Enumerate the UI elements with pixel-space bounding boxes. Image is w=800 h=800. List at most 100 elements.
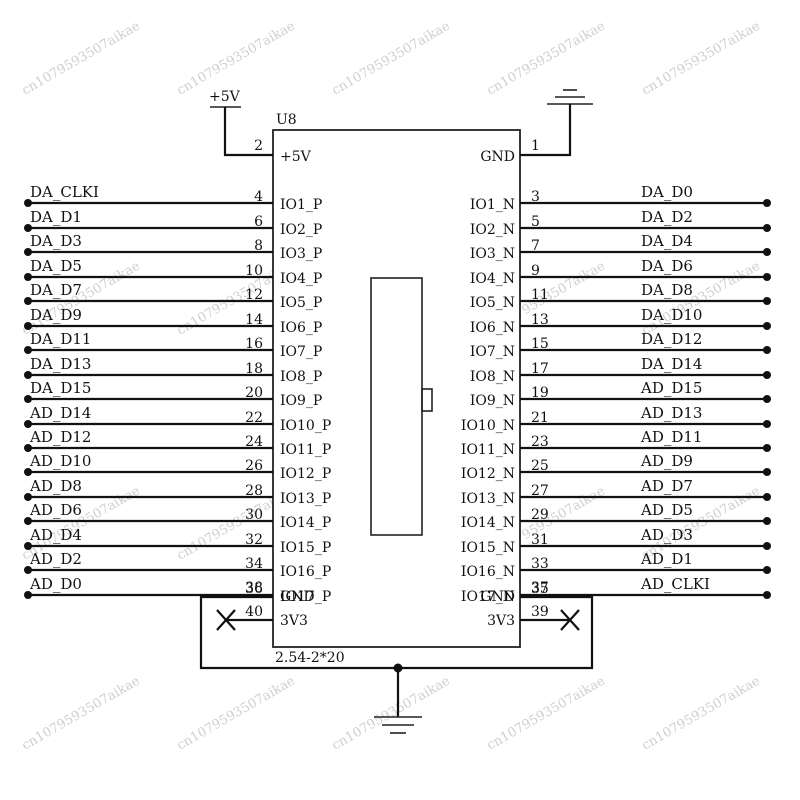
net-terminal-dot — [24, 297, 32, 305]
watermark-text: cn1079593507aikae — [640, 674, 763, 754]
watermark-text: cn1079593507aikae — [175, 674, 298, 754]
net-label: AD_D11 — [640, 428, 702, 446]
pin-name: IO15_P — [280, 540, 331, 556]
pin-name: 3V3 — [280, 613, 308, 629]
net-label: DA_D15 — [30, 379, 91, 397]
net-label: DA_D8 — [641, 281, 693, 299]
pin-name: IO11_P — [280, 442, 331, 458]
net-terminal-dot — [24, 517, 32, 525]
pin-number: 19 — [531, 385, 549, 401]
pin-number: 16 — [245, 336, 263, 352]
pin-name: IO8_N — [470, 369, 515, 385]
pin-number: 6 — [254, 214, 263, 230]
pin-name: 3V3 — [487, 613, 515, 629]
ground-symbol-icon — [547, 89, 593, 105]
net-label: DA_D4 — [641, 232, 693, 250]
net-terminal-dot — [763, 566, 771, 574]
pin-number: 22 — [245, 410, 263, 426]
ground-wire-top — [520, 104, 572, 157]
pin-number: 13 — [531, 312, 549, 328]
pin-number: 38 — [245, 580, 263, 596]
net-label: DA_CLKI — [30, 183, 99, 201]
pin-number: 3 — [531, 189, 540, 205]
pin-number: 1 — [531, 138, 540, 154]
component-ref: U8 — [276, 112, 297, 128]
pin-name: GND — [480, 149, 515, 165]
net-label: AD_D5 — [640, 501, 693, 519]
pin-number: 27 — [531, 483, 549, 499]
pin-name: IO13_N — [461, 491, 515, 507]
net-label: AD_D13 — [640, 404, 702, 422]
watermark-text: cn1079593507aikae — [330, 19, 453, 99]
net-label: DA_D7 — [30, 281, 82, 299]
pin-number: 31 — [531, 532, 549, 548]
net-terminal-dot — [24, 346, 32, 354]
net-terminal-dot — [763, 591, 771, 599]
pin-number: 11 — [531, 287, 549, 303]
pin-name: IO17_P — [280, 589, 331, 605]
pin-name: +5V — [280, 149, 312, 165]
net-label: DA_D12 — [641, 330, 702, 348]
net-label: DA_D11 — [30, 330, 91, 348]
pin-name: IO15_N — [461, 540, 515, 556]
supply-label: +5V — [209, 89, 241, 105]
pin-number: 8 — [254, 238, 263, 254]
net-label: DA_D1 — [30, 208, 82, 226]
net-label: DA_D6 — [641, 257, 693, 275]
supply-wire — [223, 107, 273, 157]
net-label: AD_D7 — [640, 477, 693, 495]
net-terminal-dot — [763, 224, 771, 232]
net-label: DA_D0 — [641, 183, 693, 201]
watermark-text: cn1079593507aikae — [20, 19, 143, 99]
net-terminal-dot — [763, 517, 771, 525]
net-terminal-dot — [763, 297, 771, 305]
net-terminal-dot — [24, 224, 32, 232]
pin-name: GND — [280, 589, 315, 605]
pin-number: 37 — [531, 580, 549, 596]
pin-number: 5 — [531, 214, 540, 230]
net-label: DA_D14 — [641, 355, 702, 373]
net-label: DA_D3 — [30, 232, 82, 250]
pin-name: IO16_N — [461, 564, 515, 580]
pin-name: IO14_N — [461, 515, 515, 531]
pin-number: 21 — [531, 410, 549, 426]
net-label: AD_D15 — [640, 379, 702, 397]
pin-number: 33 — [531, 556, 549, 572]
pin-name: IO11_N — [461, 442, 515, 458]
net-terminal-dot — [24, 420, 32, 428]
net-label: DA_D2 — [641, 208, 693, 226]
pin-name: IO16_P — [280, 564, 331, 580]
pin-name: IO1_N — [470, 197, 515, 213]
net-label: DA_D13 — [30, 355, 91, 373]
pin-name: IO14_P — [280, 515, 331, 531]
pin-name: IO2_P — [280, 222, 322, 238]
pin-name: IO13_P — [280, 491, 331, 507]
net-terminal-dot — [24, 273, 32, 281]
net-terminal-dot — [24, 395, 32, 403]
pin-name: IO4_P — [280, 271, 322, 287]
net-terminal-dot — [24, 248, 32, 256]
net-terminal-dot — [763, 371, 771, 379]
pin-name: IO3_N — [470, 246, 515, 262]
pin-name: IO17_N — [461, 589, 515, 605]
connector-key-notch — [421, 388, 433, 412]
pin-number: 29 — [531, 507, 549, 523]
pin-number: 12 — [245, 287, 263, 303]
net-terminal-dot — [24, 322, 32, 330]
pin-name: IO2_N — [470, 222, 515, 238]
net-label: DA_D9 — [30, 306, 82, 324]
net-label: AD_D10 — [29, 452, 91, 470]
net-terminal-dot — [24, 542, 32, 550]
net-terminal-dot — [763, 395, 771, 403]
pin-name: IO7_P — [280, 344, 322, 360]
net-label: AD_D6 — [29, 501, 82, 519]
net-terminal-dot — [763, 542, 771, 550]
pin-name: GND — [480, 589, 515, 605]
net-label: DA_D5 — [30, 257, 82, 275]
net-terminal-dot — [24, 566, 32, 574]
pin-name: IO9_N — [470, 393, 515, 409]
net-terminal-dot — [763, 468, 771, 476]
